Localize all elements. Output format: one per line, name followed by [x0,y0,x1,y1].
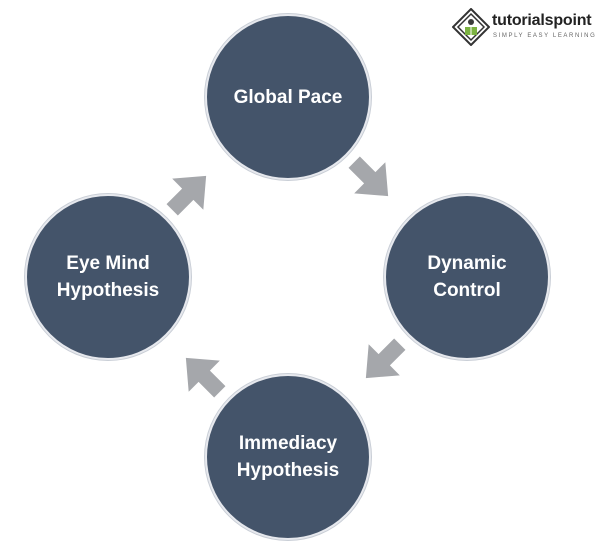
node-label: Dynamic Control [427,253,507,301]
arrow-shape [365,338,406,379]
node-immediacy-hypothesis: Immediacy Hypothesis [205,374,371,540]
logo-tagline: SIMPLY EASY LEARNING [493,33,597,39]
node-global-pace: Global Pace [205,14,371,180]
node-label: Immediacy Hypothesis [236,433,340,481]
logo: tutorialspoint SIMPLY EASY LEARNING [452,8,595,48]
arrow-shape [166,175,207,216]
arrow-global-to-dynamic-icon [348,156,389,197]
arrow-shape [185,357,226,398]
arrow-shape [348,156,389,197]
tutorialspoint-logo-icon [452,8,490,46]
node-label: Global Pace [233,86,343,108]
arrow-immediacy-to-eye-icon [185,357,226,398]
node-dynamic-control: Dynamic Control [384,194,550,360]
arrow-dynamic-to-immediacy-icon [365,338,406,379]
node-eye-mind-hypothesis: Eye Mind Hypothesis [25,194,191,360]
logo-brand: tutorialspoint [492,12,592,29]
arrow-eye-to-global-icon [166,175,207,216]
node-label: Eye Mind Hypothesis [56,253,160,301]
